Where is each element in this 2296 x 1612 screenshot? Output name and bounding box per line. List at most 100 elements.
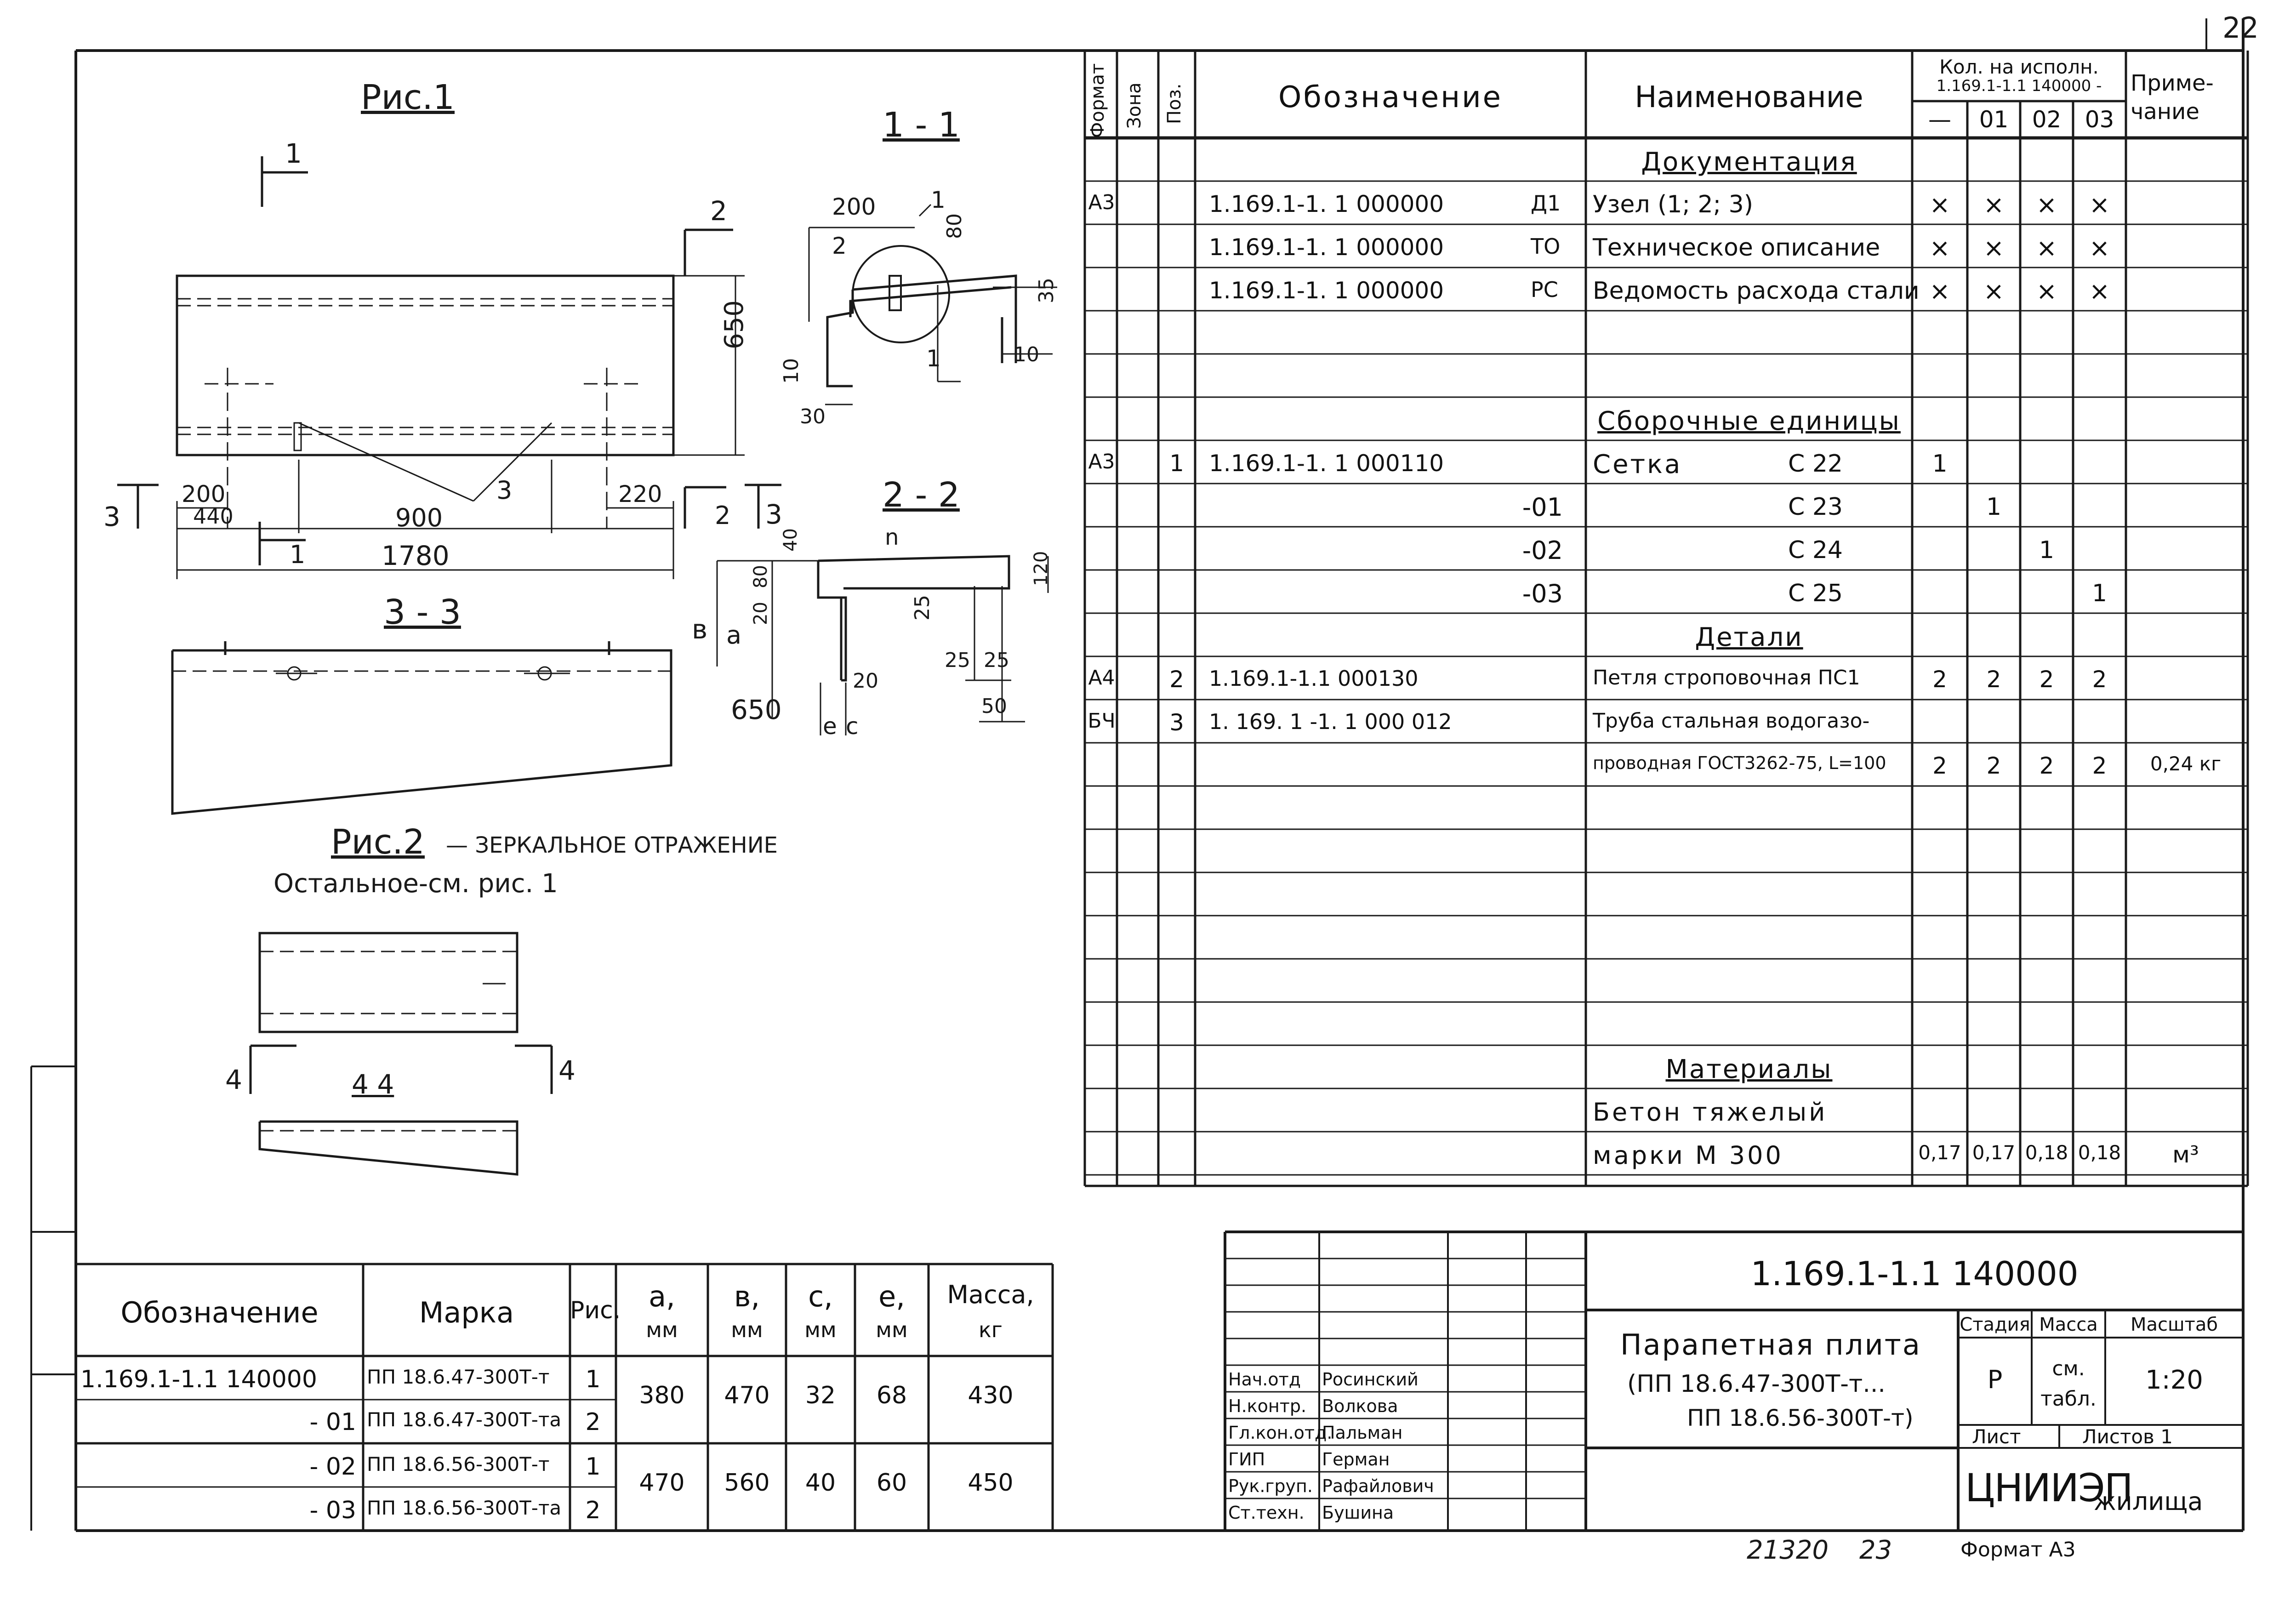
spec-doc-qty: × — [1983, 234, 2005, 262]
spec-asm-oboznachenie: -01 — [1522, 493, 1563, 522]
marks-header-b-unit: мм — [731, 1317, 763, 1342]
page-number: 22 — [2222, 11, 2259, 45]
org-logo-text: ЦНИИЭП — [1965, 1465, 2133, 1510]
spec-section-documentation: Документация — [1641, 147, 1857, 177]
sec11-mark-2: 2 — [832, 233, 847, 259]
marks-group-a: 380 — [639, 1382, 685, 1409]
spec-mat-naimenovanie: марки М 300 — [1593, 1141, 1783, 1170]
footer-page-number: 23 — [1859, 1535, 1892, 1565]
spec-doc-oboznachenie: 1.169.1-1. 1 000000 — [1209, 277, 1444, 304]
spec-det-qty: 2 — [2039, 666, 2054, 693]
title-block-role: Н.контр. — [1228, 1396, 1307, 1416]
marks-group-c: 32 — [805, 1382, 836, 1409]
sec22-dim-40: 40 — [780, 528, 801, 552]
sec22-dim-25-vertical: 25 — [911, 595, 934, 621]
spec-det-qty: 2 — [1932, 666, 1947, 693]
marks-header-e-unit: мм — [876, 1317, 908, 1342]
spec-header-naimenovanie: Наименование — [1635, 80, 1863, 114]
marks-group-b: 470 — [724, 1382, 770, 1409]
spec-header-kol: Кол. на исполн. — [1939, 56, 2099, 78]
title-block-sheets-header: Листов 1 — [2082, 1425, 2173, 1448]
marks-row-oboznachenie: - 01 — [309, 1408, 356, 1436]
sec22-label-a: a — [726, 621, 742, 649]
section-3-3-title: 3 - 3 — [384, 592, 461, 632]
spec-asm-format: А3 — [1088, 450, 1115, 473]
sec22-label-e: e — [823, 713, 837, 740]
title-block-role: Рук.груп. — [1228, 1476, 1313, 1496]
title-block-role: Ст.техн. — [1228, 1503, 1305, 1523]
spec-asm-qty: 1 — [2039, 536, 2055, 564]
marks-header-mass-unit: кг — [979, 1317, 1003, 1342]
fig1-dim-1780: 1780 — [382, 540, 450, 571]
spec-header-ex0: — — [1928, 106, 1951, 133]
sec22-dim-50: 50 — [981, 695, 1007, 718]
spec-det-qty: 2 — [2039, 752, 2054, 779]
marks-header-c: c, — [808, 1280, 833, 1313]
fig1-callout-3: 3 — [496, 476, 513, 505]
spec-det-format: БЧ — [1088, 709, 1116, 733]
footer-format: Формат А3 — [1960, 1538, 2076, 1561]
section-2-2-drawing — [716, 555, 1049, 735]
spec-section-assembly-units: Сборочные единицы — [1597, 406, 1901, 436]
spec-det-qty: 2 — [2092, 666, 2107, 693]
marks-row-ris: 2 — [585, 1497, 601, 1524]
marks-row-marka: ПП 18.6.56-300Т-та — [367, 1497, 562, 1519]
marks-group-b: 560 — [724, 1469, 770, 1497]
spec-doc-oboznachenie: 1.169.1-1. 1 000000 — [1209, 234, 1444, 261]
sec22-label-c: c — [846, 713, 859, 740]
title-block-sheet-header: Лист — [1972, 1425, 2021, 1448]
spec-mat-qty: 0,18 — [2025, 1141, 2068, 1164]
spec-asm-oboznachenie: 1.169.1-1. 1 000110 — [1209, 450, 1444, 477]
spec-doc-qty: × — [1983, 277, 2005, 306]
spec-doc-naimenovanie: Узел (1; 2; 3) — [1593, 191, 1754, 218]
spec-asm-mark: С 25 — [1788, 580, 1843, 607]
sec11-dim-30: 30 — [800, 405, 826, 428]
sec11-dim-35: 35 — [1035, 278, 1058, 303]
marks-row-marka: ПП 18.6.47-300Т-т — [367, 1366, 550, 1388]
title-block-person-name: Волкова — [1322, 1396, 1398, 1416]
sec22-label-b: в — [692, 614, 708, 645]
sec11-dim-10-right: 10 — [1014, 343, 1039, 366]
marks-header-a: a, — [649, 1280, 675, 1313]
spec-header-zona: Зона — [1124, 82, 1145, 129]
title-block-grid — [1224, 1230, 2243, 1531]
marks-row-ris: 1 — [585, 1366, 601, 1393]
spec-doc-qty: × — [2036, 190, 2057, 219]
spec-header-kol-sub: 1.169.1-1.1 140000 - — [1936, 77, 2102, 95]
sec22-dim-25-b: 25 — [984, 649, 1009, 672]
marks-header-e: e, — [878, 1280, 905, 1313]
marks-header-marka: Марка — [419, 1296, 514, 1329]
spec-mat-naimenovanie: Бетон тяжелый — [1593, 1098, 1828, 1127]
spec-asm-qty: 1 — [1986, 493, 2002, 521]
marks-row-ris: 2 — [585, 1408, 601, 1436]
spec-doc-qty: × — [2036, 234, 2057, 262]
fig1-plan-view — [117, 156, 781, 579]
section-4-4-title: 4 4 — [352, 1069, 394, 1100]
title-block-stage-header: Стадия — [1960, 1314, 2030, 1335]
title-block-person-name: Герман — [1322, 1449, 1390, 1470]
marks-header-c-unit: мм — [804, 1317, 837, 1342]
spec-mat-primechanie: м³ — [2172, 1141, 2199, 1168]
spec-doc-naimenovanie: Техническое описание — [1593, 234, 1880, 262]
spec-doc-qty: × — [2089, 277, 2110, 306]
sec11-dim-200: 200 — [832, 194, 876, 220]
fig2-plan-view — [249, 932, 553, 1176]
marks-row-marka: ПП 18.6.56-300Т-т — [367, 1453, 550, 1475]
title-block-mass-header: Масса — [2039, 1314, 2098, 1335]
spec-asm-oboznachenie: -02 — [1522, 536, 1563, 565]
title-block-name-line3: ПП 18.6.56-300Т-т) — [1687, 1405, 1914, 1431]
spec-row-lines — [1085, 180, 2248, 1176]
spec-det-oboznachenie: 1. 169. 1 -1. 1 000 012 — [1209, 709, 1452, 734]
marks-row-ris: 1 — [585, 1453, 601, 1481]
fig1-section-mark-left-3: 3 — [103, 501, 120, 532]
fig1-dim-650: 650 — [731, 694, 782, 725]
spec-header-format: Формат — [1087, 63, 1108, 138]
fig2-section-mark-left-4: 4 — [225, 1064, 242, 1095]
spec-asm-qty: 1 — [1932, 450, 1948, 478]
marks-table-grid — [76, 1263, 1054, 1531]
spec-asm-mark: С 22 — [1788, 450, 1843, 478]
title-block-stage: Р — [1987, 1365, 2003, 1394]
title-block-role: ГИП — [1228, 1449, 1265, 1470]
sec11-dim-80: 80 — [943, 213, 966, 239]
marks-row-oboznachenie: 1.169.1-1.1 140000 — [80, 1366, 317, 1393]
